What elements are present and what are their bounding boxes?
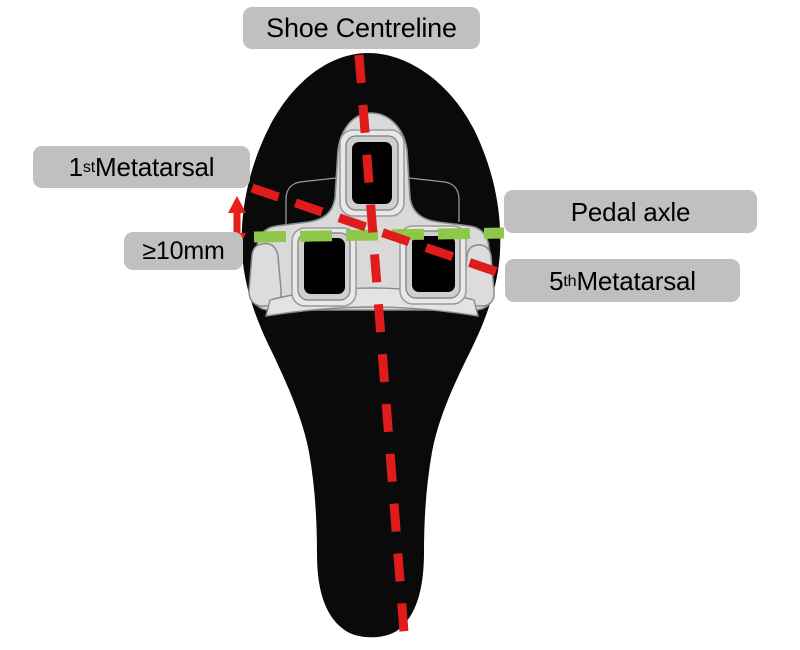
callout-min-distance-text: ≥10mm <box>142 236 225 265</box>
shoe-sole-silhouette <box>241 53 501 638</box>
callout-shoe-centreline: Shoe Centreline <box>243 7 480 49</box>
callout-shoe-centreline-text: Shoe Centreline <box>266 12 457 43</box>
cleat-slot-bl-opening <box>304 238 345 294</box>
callout-pedal-axle: Pedal axle <box>504 190 757 233</box>
cleat-slot-bottom-right <box>399 225 467 305</box>
cleat-slot-br-opening <box>412 236 455 292</box>
callout-min-distance: ≥10mm <box>124 232 243 270</box>
callout-fifth-metatarsal-word: Metatarsal <box>576 265 696 296</box>
pedal-axle-line <box>253 227 505 243</box>
callout-fifth-metatarsal-number: 5 <box>549 265 564 296</box>
cleat-seam-left <box>285 177 337 224</box>
distance-arrow-head-up <box>228 196 246 213</box>
cleat-wing-right <box>463 244 495 307</box>
callout-first-metatarsal-word: Metatarsal <box>95 152 215 182</box>
callout-first-metatarsal-number: 1 <box>68 152 83 182</box>
cleat-slot-bottom-left <box>291 227 357 307</box>
cleat-wing-left <box>248 242 282 307</box>
callout-pedal-axle-text: Pedal axle <box>570 196 691 227</box>
cleat-seam-right <box>408 177 460 222</box>
